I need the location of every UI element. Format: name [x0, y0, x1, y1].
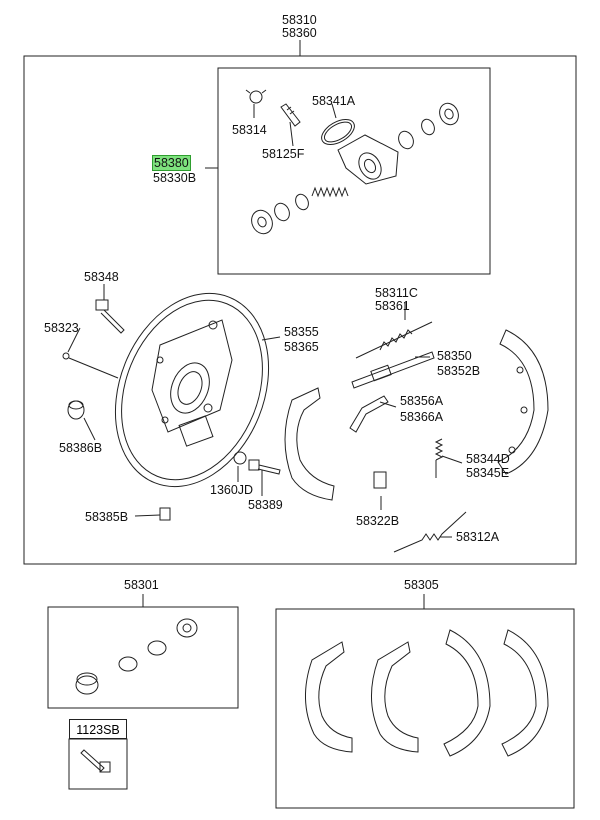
part-label-58348[interactable]: 58348	[84, 270, 119, 284]
pin-58323	[62, 352, 119, 379]
part-label-1123SB[interactable]: 1123SB	[69, 719, 127, 739]
part-label-58389[interactable]: 58389	[248, 498, 283, 512]
kit-number-58301[interactable]: 58301	[124, 578, 159, 592]
brake-shoe-right	[497, 329, 549, 475]
bolt-part-frame	[68, 738, 128, 790]
wheel-cylinder-parts	[245, 89, 459, 235]
part-label-58380-highlighted[interactable]: 58380	[152, 155, 191, 171]
part-label-58352B[interactable]: 58352B	[437, 364, 481, 378]
bolt-58348	[95, 299, 125, 334]
nut-bolt	[233, 451, 281, 475]
part-label-58361[interactable]: 58361	[375, 299, 410, 313]
wheel-cylinder-frame	[217, 67, 491, 275]
cap-58385B	[159, 507, 171, 521]
part-label-58322B[interactable]: 58322B	[356, 514, 400, 528]
part-label-58344D[interactable]: 58344D	[466, 452, 510, 466]
backing-plate	[114, 292, 270, 488]
part-label-58385B[interactable]: 58385B	[85, 510, 129, 524]
part-label-58330B[interactable]: 58330B	[153, 171, 197, 185]
part-label-58366A[interactable]: 58366A	[400, 410, 444, 424]
part-label-58356A[interactable]: 58356A	[400, 394, 444, 408]
part-label-58323[interactable]: 58323	[44, 321, 79, 335]
part-label-58355[interactable]: 58355	[284, 325, 319, 339]
brake-shoe-left	[284, 387, 335, 501]
part-label-58386B[interactable]: 58386B	[59, 441, 103, 455]
part-label-58125F[interactable]: 58125F	[262, 147, 305, 161]
plug-58386B	[67, 400, 85, 420]
kit-number-58305[interactable]: 58305	[404, 578, 439, 592]
shoe-kit-frame	[275, 608, 575, 809]
part-label-1360JD[interactable]: 1360JD	[210, 483, 254, 497]
cylinder-kit-parts	[75, 618, 198, 695]
part-label-58312A[interactable]: 58312A	[456, 530, 500, 544]
part-label-58365[interactable]: 58365	[284, 340, 319, 354]
part-label-58341A[interactable]: 58341A	[312, 94, 356, 108]
leader-lines	[67, 40, 463, 609]
part-label-58314[interactable]: 58314	[232, 123, 267, 137]
part-label-58311C[interactable]: 58311C	[375, 286, 418, 300]
adjuster-parts	[349, 321, 467, 553]
part-label-58350[interactable]: 58350	[437, 349, 472, 363]
bolt-1123SB	[80, 749, 111, 773]
assembly-number-top-2[interactable]: 58360	[282, 26, 317, 40]
part-label-58345E[interactable]: 58345E	[466, 466, 510, 480]
assembly-number-top-1[interactable]: 58310	[282, 13, 317, 27]
cylinder-kit-frame	[47, 606, 239, 709]
shoe-kit-parts	[304, 629, 549, 757]
